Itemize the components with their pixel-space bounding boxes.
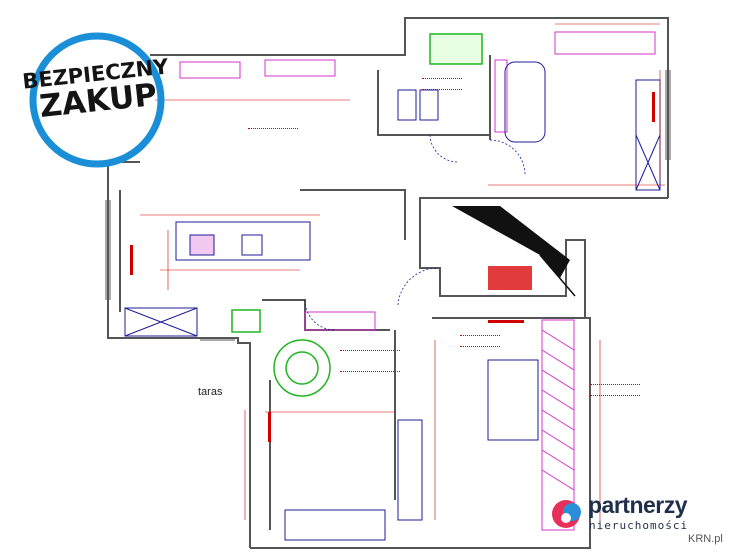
dimension-lines [140,23,665,530]
red-panel [488,266,532,290]
badge-ring [29,32,165,168]
source-watermark: KRN.pl [688,533,723,545]
windows [105,70,671,341]
brand-name: partnerzy [588,492,688,518]
brand-subtitle: nieruchomości [589,519,689,532]
doors [304,134,526,331]
brand-logo-icon [552,500,581,528]
red-accents [130,92,655,442]
pink-elements [179,31,656,531]
stair-shape [452,206,570,278]
green-fixtures [231,33,483,397]
terrace-label: taras [198,386,223,398]
walls [107,17,669,549]
furniture [124,61,661,541]
